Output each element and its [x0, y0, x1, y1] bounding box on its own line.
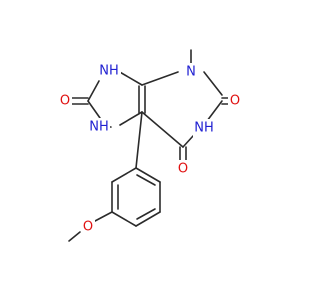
atom-nh-left: NH	[88, 118, 110, 136]
bond-ring-left-1	[87, 80, 100, 102]
bond-ring-right-5	[141, 111, 184, 148]
bond-ph-o	[94, 211, 113, 222]
atom-nh-top: NH	[99, 62, 121, 80]
structure-canvas: O NH N O NH NH	[58, 49, 242, 242]
bond-ring-right-4	[182, 135, 194, 148]
bond-ph-6	[135, 167, 161, 183]
atom-label-nh-top: NH	[99, 64, 119, 79]
atom-nh-right: NH	[193, 119, 215, 137]
molecule-drawing: O NH N O NH NH	[58, 49, 242, 242]
bond-o-ch3	[68, 231, 81, 242]
bond-ring-left-2	[117, 70, 143, 86]
bond-ph-1	[111, 167, 137, 183]
atom-label-n-methyl: N	[186, 65, 196, 80]
atom-label-o-right: O	[178, 162, 188, 177]
bond-ring-right-1	[141, 71, 179, 86]
atom-label-o-top-left: O	[60, 94, 70, 109]
atom-o-methoxy: O	[81, 218, 95, 236]
bond-ph-3	[111, 211, 137, 227]
atom-label-nh-left: NH	[89, 120, 109, 135]
bond-c5-ring	[135, 111, 143, 169]
atom-label-o-methoxy: O	[83, 220, 93, 235]
bond-ring-right-2	[203, 71, 223, 96]
atom-n-methyl: N	[184, 63, 198, 81]
atom-o-top-left: O	[58, 92, 72, 110]
bond-ring-right-3	[206, 100, 223, 122]
bond-layer	[68, 49, 230, 242]
bond-ring-left-5	[87, 100, 101, 119]
atom-label-nh-right: NH	[194, 121, 214, 136]
bond-ph-4	[135, 211, 161, 227]
atom-o-top-right: O	[228, 92, 242, 110]
atom-labels: O NH N O NH NH	[58, 62, 242, 236]
bond-ring-left-4	[119, 111, 143, 126]
atom-o-right: O	[176, 160, 190, 178]
bond-ph-4b	[136, 208, 156, 220]
bond-ph-6b	[136, 174, 156, 186]
atom-label-o-top-right: O	[230, 94, 240, 109]
